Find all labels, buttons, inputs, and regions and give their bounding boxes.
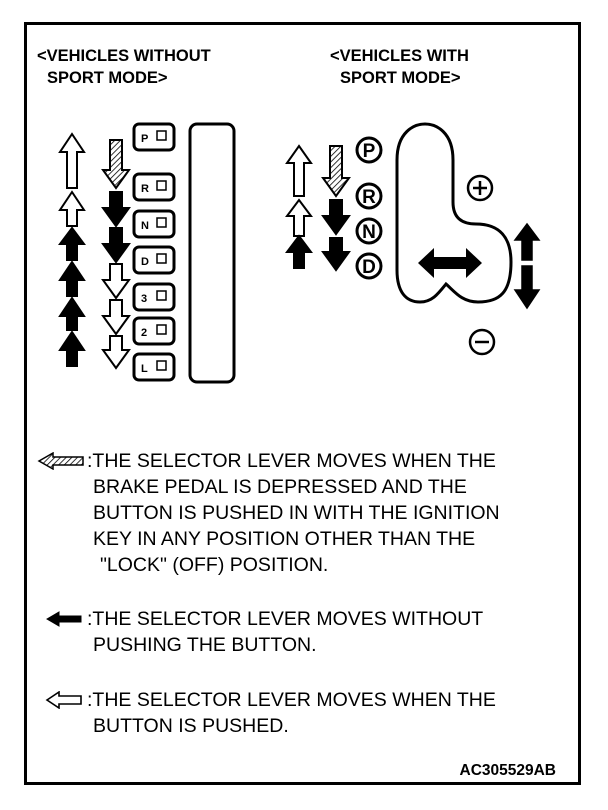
minus-symbol	[468, 328, 496, 356]
sport-open-up-arrow-small	[285, 198, 313, 237]
solid-up-arrow-d-to-n	[58, 226, 86, 261]
open-down-arrow-2-to-l	[101, 335, 131, 370]
solid-up-arrow-l-to-2	[58, 330, 86, 367]
legend-hatched-line3: BUTTON IS PUSHED IN WITH THE IGNITION	[93, 502, 500, 524]
legend-hatched-line5: "LOCK" (OFF) POSITION.	[100, 554, 329, 576]
legend-open-line2: BUTTON IS PUSHED.	[93, 715, 289, 737]
svg-text:N: N	[362, 222, 376, 243]
open-down-arrow-d-to-3	[101, 263, 131, 300]
svg-text:L: L	[141, 363, 148, 375]
heading-left-line1: <VEHICLES WITHOUT	[37, 47, 211, 65]
sport-position-p: P	[355, 136, 383, 164]
legend-hatched: :THE SELECTOR LEVER MOVES WHEN THE BRAKE…	[37, 448, 500, 578]
svg-text:P: P	[141, 133, 148, 145]
sport-up-arrow-plus	[513, 222, 541, 261]
gate-position-2: 2	[132, 316, 176, 346]
svg-text:D: D	[141, 256, 149, 268]
gate-slot-left	[188, 122, 236, 384]
solid-arrow-icon	[46, 611, 82, 627]
heading-left-line2: SPORT MODE>	[47, 69, 168, 87]
sport-solid-down-arrow-r-to-n	[321, 199, 351, 236]
legend-solid-line2: PUSHING THE BUTTON.	[93, 634, 317, 656]
solid-down-arrow-r-to-n	[101, 191, 131, 228]
svg-text:N: N	[141, 220, 149, 232]
hatched-down-arrow-p-to-r	[101, 139, 131, 190]
gate-position-3: 3	[132, 282, 176, 312]
open-up-arrow-n-to-r	[58, 190, 86, 227]
svg-text:2: 2	[141, 327, 147, 339]
svg-text:P: P	[363, 141, 376, 162]
legend-hatched-line4: KEY IN ANY POSITION OTHER THAN THE	[93, 528, 476, 550]
gate-position-d: D	[132, 245, 176, 275]
sport-open-up-arrow-n-to-r	[285, 144, 313, 197]
solid-up-arrow-2-to-3	[58, 296, 86, 331]
solid-up-arrow-3-to-d	[58, 260, 86, 297]
svg-text:D: D	[362, 257, 376, 278]
sport-down-arrow-minus	[513, 265, 541, 310]
open-down-arrow-3-to-2	[101, 299, 131, 336]
sport-hatched-down-arrow-p-to-r	[321, 145, 351, 198]
legend-open: :THE SELECTOR LEVER MOVES WHEN THE BUTTO…	[37, 687, 496, 739]
legend-solid-line1: :THE SELECTOR LEVER MOVES WITHOUT	[87, 608, 484, 630]
hatched-arrow-icon	[37, 452, 84, 470]
legend-hatched-line1: :THE SELECTOR LEVER MOVES WHEN THE	[87, 450, 496, 472]
sport-position-d: D	[355, 252, 383, 280]
sport-solid-down-arrow-n-to-d	[321, 237, 351, 272]
solid-down-arrow-n-to-d	[101, 227, 131, 264]
heading-right-line1: <VEHICLES WITH	[330, 47, 469, 65]
legend-hatched-line2: BRAKE PEDAL IS DEPRESSED AND THE	[93, 476, 467, 498]
legend-solid: :THE SELECTOR LEVER MOVES WITHOUT PUSHIN…	[37, 606, 483, 658]
heading-with-sport-mode: <VEHICLES WITH SPORT MODE>	[330, 45, 469, 89]
sport-position-n: N	[355, 217, 383, 245]
legend-open-line1: :THE SELECTOR LEVER MOVES WHEN THE	[87, 689, 496, 711]
heading-right-line2: SPORT MODE>	[340, 69, 461, 87]
figure-code: AC305529AB	[459, 762, 557, 779]
gate-position-n: N	[132, 209, 176, 239]
heading-without-sport-mode: <VEHICLES WITHOUT SPORT MODE>	[37, 45, 211, 89]
gate-position-r: R	[132, 172, 176, 202]
open-arrow-icon	[45, 691, 82, 709]
figure-frame	[24, 22, 581, 785]
plus-symbol	[466, 174, 494, 202]
svg-text:R: R	[362, 187, 376, 208]
double-arrow-d-to-sport	[418, 248, 482, 278]
gate-slot-sport	[395, 122, 513, 304]
gate-position-p: P	[132, 122, 176, 152]
sport-position-r: R	[355, 182, 383, 210]
open-up-arrow-d-to-r	[58, 132, 86, 189]
gate-position-l: L	[132, 352, 176, 382]
sport-solid-up-arrow-d-to-n	[285, 234, 313, 269]
svg-text:R: R	[141, 183, 149, 195]
svg-text:3: 3	[141, 293, 147, 305]
